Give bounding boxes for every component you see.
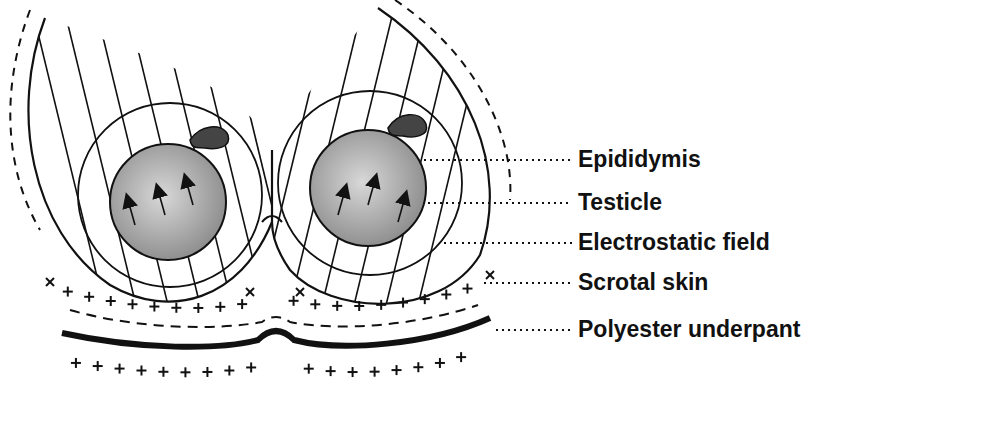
epididymis — [190, 127, 229, 149]
field-lines — [30, 0, 302, 330]
epididymis — [388, 115, 427, 137]
part-label: Polyester underpant — [578, 315, 800, 343]
scrotal-skin — [28, 18, 272, 302]
part-label: Epididymis — [578, 145, 701, 173]
scrotal-skin — [272, 8, 490, 304]
part-label: Testicle — [578, 188, 662, 216]
part-label: Scrotal skin — [578, 268, 708, 296]
polyester-underpant — [62, 318, 490, 347]
testicle — [110, 144, 226, 260]
leader-lines — [424, 160, 572, 330]
testicle — [310, 130, 426, 246]
part-label: Electrostatic field — [578, 228, 770, 256]
